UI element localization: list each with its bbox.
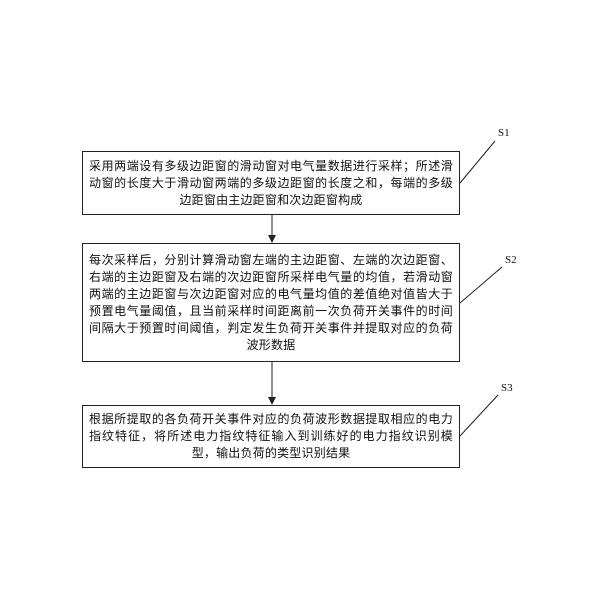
leader-line-s2 — [459, 266, 503, 304]
step-text-s1: 采用两端设有多级边距窗的滑动窗对电气量数据进行采样；所述滑动窗的长度大于滑动窗两… — [89, 158, 453, 207]
step-box-s2: 每次采样后，分别计算滑动窗左端的主边距窗、左端的次边距窗、右端的主边距窗及右端的… — [82, 243, 460, 362]
step-text-s2: 每次采样后，分别计算滑动窗左端的主边距窗、左端的次边距窗、右端的主边距窗及右端的… — [89, 252, 453, 352]
step-label-s3: S3 — [501, 382, 513, 394]
leader-line-s3 — [459, 394, 499, 437]
step-box-s1: 采用两端设有多级边距窗的滑动窗对电气量数据进行采样；所述滑动窗的长度大于滑动窗两… — [82, 151, 460, 215]
step-label-s1: S1 — [498, 127, 510, 139]
step-box-s3: 根据所提取的各负荷开关事件对应的负荷波形数据提取相应的电力指纹特征，将所述电力指… — [82, 405, 460, 468]
leader-line-s1 — [459, 140, 496, 184]
step-label-s2: S2 — [505, 254, 517, 266]
step-text-s3: 根据所提取的各负荷开关事件对应的负荷波形数据提取相应的电力指纹特征，将所述电力指… — [89, 412, 453, 460]
